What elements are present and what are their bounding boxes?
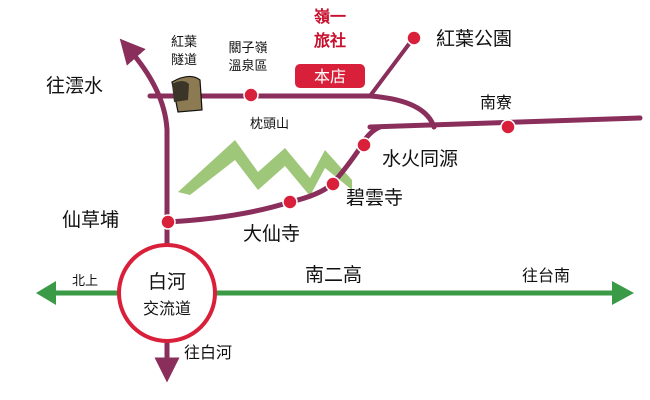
beishang-label: 北上 xyxy=(72,274,98,289)
road-vertical-north xyxy=(119,38,170,288)
marker-guanziling xyxy=(243,87,259,103)
marker-hongye-park xyxy=(406,30,422,46)
arrow-icon-east xyxy=(612,281,634,305)
road-junction-icon xyxy=(160,30,516,230)
zhentoushan-label: 枕頭山 xyxy=(250,117,289,132)
road-hongye-park xyxy=(368,38,414,98)
baihe-interchange: 白河 交流道 xyxy=(117,243,217,343)
marker-nanliao xyxy=(500,119,516,135)
xiancaopu-label: 仙草埔 xyxy=(62,209,119,231)
wang-yunshui-label: 往澐水 xyxy=(46,75,103,97)
marker-daxiansi xyxy=(282,194,298,210)
guanziling-label-2: 溫泉區 xyxy=(228,58,267,74)
baihe-label-line2: 交流道 xyxy=(143,299,191,318)
nanliao-label: 南寮 xyxy=(480,93,512,112)
guanziling-label-1: 關子嶺 xyxy=(228,41,267,56)
arrow-icon-west xyxy=(36,281,56,305)
daxiansi-label: 大仙寺 xyxy=(243,223,300,245)
marker-xiancaopu xyxy=(160,214,176,230)
shuihuotongyuan-label: 水火同源 xyxy=(382,148,458,170)
hongye-tunnel-label-2: 隧道 xyxy=(171,52,197,68)
baihe-label-line1: 白河 xyxy=(148,271,186,293)
tunnel-icon xyxy=(171,75,203,113)
main-store-marker: 本店 xyxy=(295,64,365,88)
marker-biyunsi xyxy=(325,176,341,192)
lingyi-hotel-label-1: 嶺一 xyxy=(314,7,346,26)
wang-baihe-label: 往白河 xyxy=(184,343,232,362)
hongye-tunnel-label-1: 紅葉 xyxy=(171,35,197,50)
hongye-park-label: 紅葉公園 xyxy=(436,28,512,50)
lingyi-hotel-label-2: 旅社 xyxy=(314,31,346,50)
biyunsi-label: 碧雲寺 xyxy=(346,187,403,209)
marker-shuihuotongyuan xyxy=(356,137,372,153)
wang-tainan-label: 往台南 xyxy=(522,266,570,285)
main-store-label: 本店 xyxy=(314,67,346,86)
nan-er-gao-label: 南二高 xyxy=(305,264,362,286)
mountain-icon xyxy=(178,140,352,196)
